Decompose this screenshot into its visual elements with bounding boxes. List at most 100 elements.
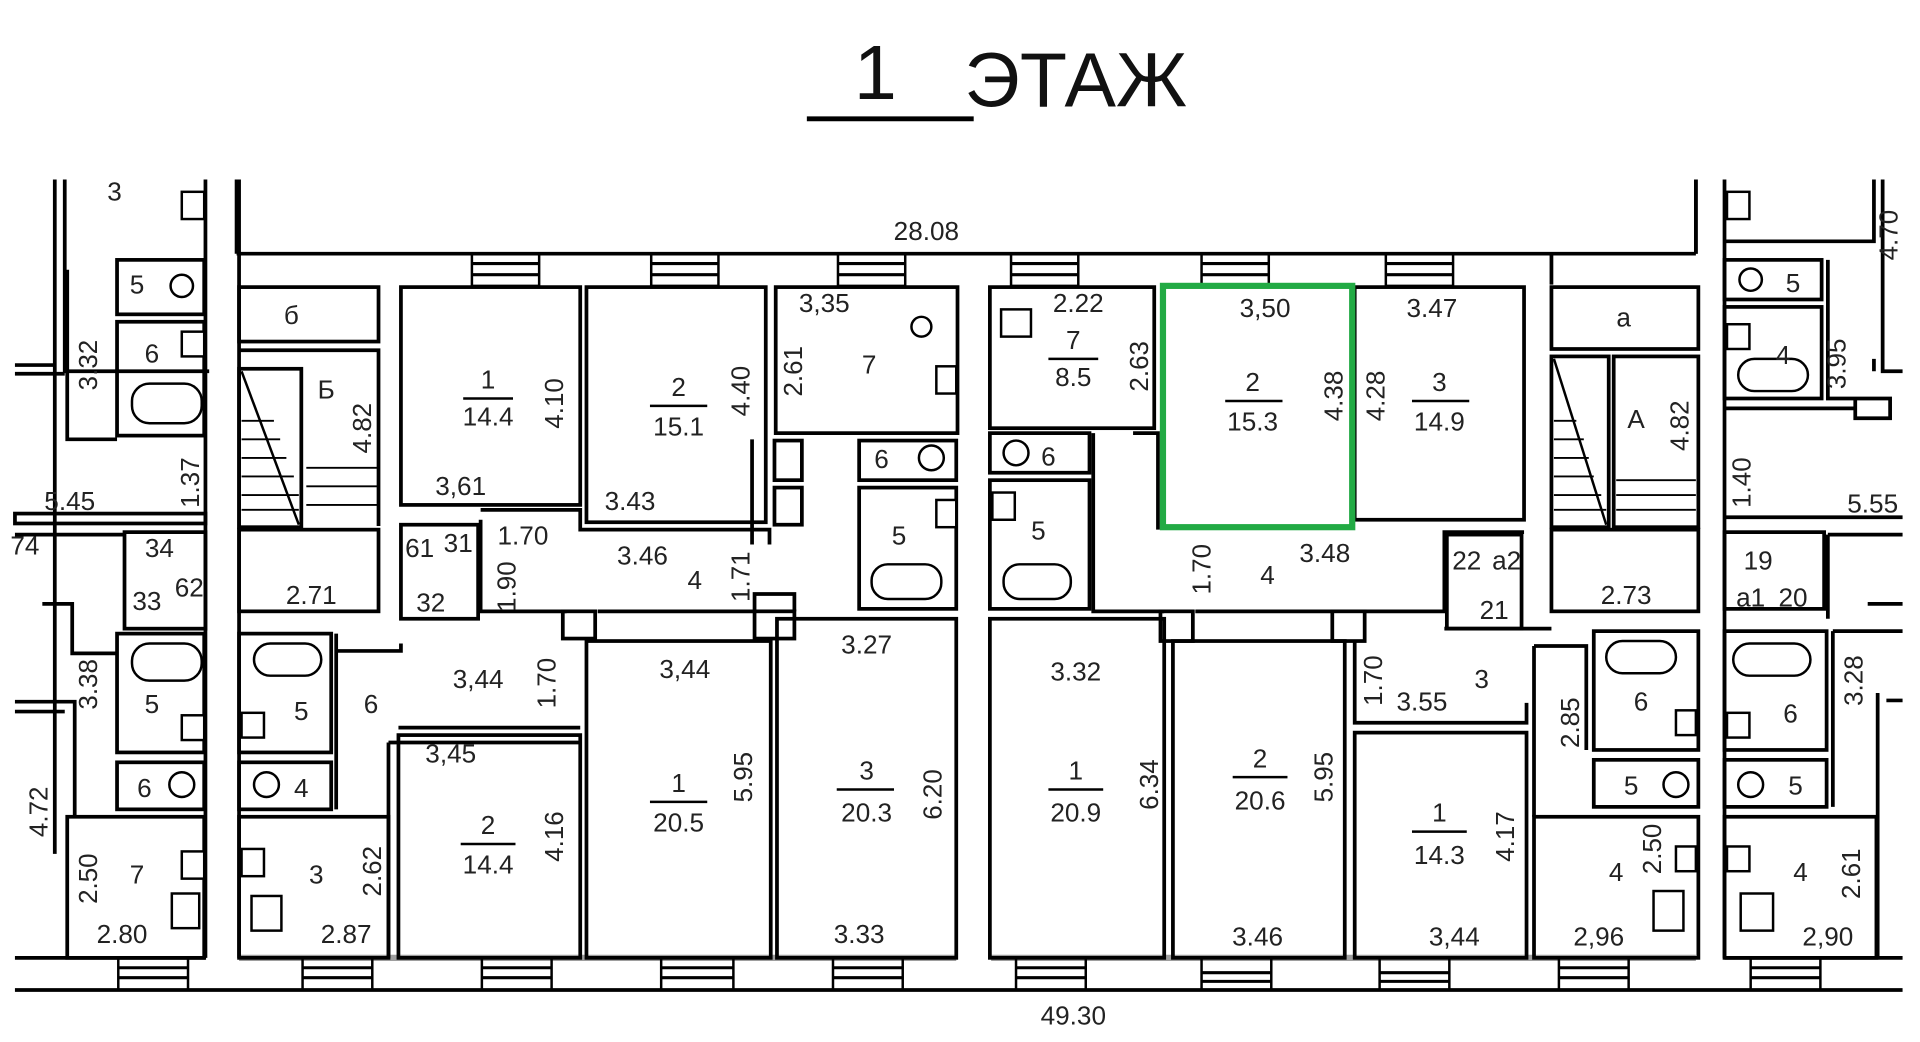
bathtub-icon: [130, 642, 203, 682]
room-area: 20.9: [1050, 798, 1101, 828]
dimension-label: 4.72: [23, 787, 53, 838]
window: [1014, 956, 1088, 992]
dimension-label: 5.95: [728, 752, 758, 803]
sink-icon: [1674, 845, 1698, 873]
dimension-label: 3,35: [799, 288, 850, 318]
stair-diagonal: [1552, 358, 1608, 526]
sink-icon: [1725, 190, 1751, 221]
wall: [478, 439, 797, 614]
dimension-label: 1.70: [1358, 655, 1388, 706]
room-L-5: [115, 258, 207, 317]
sink-icon: [180, 714, 206, 742]
room-number: 5: [145, 689, 160, 719]
room-number: 6: [1783, 699, 1798, 729]
toilet-icon: [1002, 439, 1030, 467]
wall: [1724, 179, 1903, 374]
room-number: 5: [892, 521, 907, 551]
column: [560, 609, 598, 641]
dimension-label: 2,90: [1802, 922, 1853, 952]
dimension-label: 6.20: [917, 769, 947, 820]
room-number: 5: [294, 696, 309, 726]
room-C1-5a: [237, 631, 334, 755]
bathtub-icon: [1604, 639, 1678, 675]
room-B1-7: [988, 285, 1157, 431]
closet: [772, 485, 804, 527]
stove-icon: [250, 894, 283, 932]
dimension-label: 3.27: [841, 629, 892, 659]
room-B2-1b: [1352, 730, 1529, 960]
room-number: а: [1616, 303, 1631, 333]
wall: [1549, 179, 1698, 285]
sink-icon: [1725, 322, 1751, 351]
dimension-label: 2.87: [321, 919, 372, 949]
room-number: 7: [130, 860, 145, 890]
room-number: 4: [294, 773, 309, 803]
dimension-label: 2.73: [1601, 580, 1652, 610]
window: [117, 956, 190, 992]
dimension-label: 4.70: [1874, 210, 1904, 261]
dimension-label: 3,44: [453, 664, 504, 694]
room-number: 7: [1066, 325, 1081, 355]
dimension-label: 2.71: [286, 580, 337, 610]
room-number: 3: [309, 860, 324, 890]
selected-room-highlight[interactable]: [1159, 282, 1356, 531]
dimension-label: 1.70: [1186, 544, 1216, 595]
room-number: 4: [688, 565, 703, 595]
room-number: 3: [859, 756, 874, 786]
wall: [1532, 644, 1589, 817]
room-A1-1: [399, 285, 583, 507]
room-A1-2: [584, 285, 768, 525]
dimension-label: 1.90: [491, 561, 521, 612]
dimension-label: 4.38: [1318, 371, 1348, 422]
stair-core-2: а А 4.82 2.73 6 5 2.85 4 2.50 2,96: [1532, 179, 1701, 960]
wall: [52, 179, 210, 854]
sink-icon: [180, 190, 206, 221]
windows-bottom: [117, 956, 1822, 992]
window: [831, 956, 904, 992]
room-number: 6: [1041, 441, 1056, 471]
wall: [14, 699, 77, 817]
room-B1-5: [988, 478, 1092, 611]
room-area: 15.3: [1227, 407, 1278, 437]
stove-icon: [1652, 889, 1685, 932]
wall: [14, 532, 125, 656]
room-number: 6: [145, 339, 160, 369]
room-R-19: [1722, 530, 1826, 611]
dimension-label: 3.38: [73, 659, 103, 710]
dimension-label: 3.28: [1839, 655, 1869, 706]
left-apartment: 3 5 6 3.32 5.45 1.37 74 34 33 62 3.38 5 …: [10, 177, 210, 960]
toilet-icon: [1738, 267, 1764, 293]
sink-icon: [1674, 709, 1698, 737]
stair-core-1: б Б 4.82 2.71 61 31 32 5 4 6 3,44 1.70 3…: [237, 179, 581, 960]
room-A2-2: [396, 733, 583, 960]
stove-icon: [999, 308, 1033, 338]
sink-icon: [935, 498, 958, 529]
toilet-icon: [168, 770, 196, 799]
room-number: 6: [137, 773, 152, 803]
dimension-label: 2.80: [97, 919, 148, 949]
stair-flight: [237, 366, 304, 530]
room-number: 6: [874, 444, 889, 474]
wall: [1724, 515, 1903, 619]
dimension-label: 2.62: [357, 846, 387, 897]
room-area: 14.4: [463, 850, 514, 880]
dimension-label: 4.17: [1490, 811, 1520, 862]
apartment-a-upper: 1 14.4 4.10 3,61 2 15.1 4.40 3.43 3,35 2…: [399, 285, 960, 641]
stair-steps: [241, 419, 379, 511]
room-number: 20: [1778, 582, 1807, 612]
toilet-icon: [1662, 770, 1690, 799]
room-L-5b: [115, 631, 207, 755]
dimension-label: 3.43: [605, 486, 656, 516]
overall-width-top: 28.08: [894, 216, 959, 246]
room-R-6: [1722, 629, 1829, 752]
room-R-5: [1722, 258, 1824, 302]
room-area: 20.5: [653, 808, 704, 838]
dimension-label: 5.95: [1308, 752, 1338, 803]
room-number: 4: [1260, 560, 1275, 590]
room-number: 3: [1474, 664, 1489, 694]
room-A1-6: [857, 438, 959, 483]
window: [836, 252, 907, 288]
room-number: а2: [1492, 545, 1521, 575]
wall: [334, 633, 581, 958]
